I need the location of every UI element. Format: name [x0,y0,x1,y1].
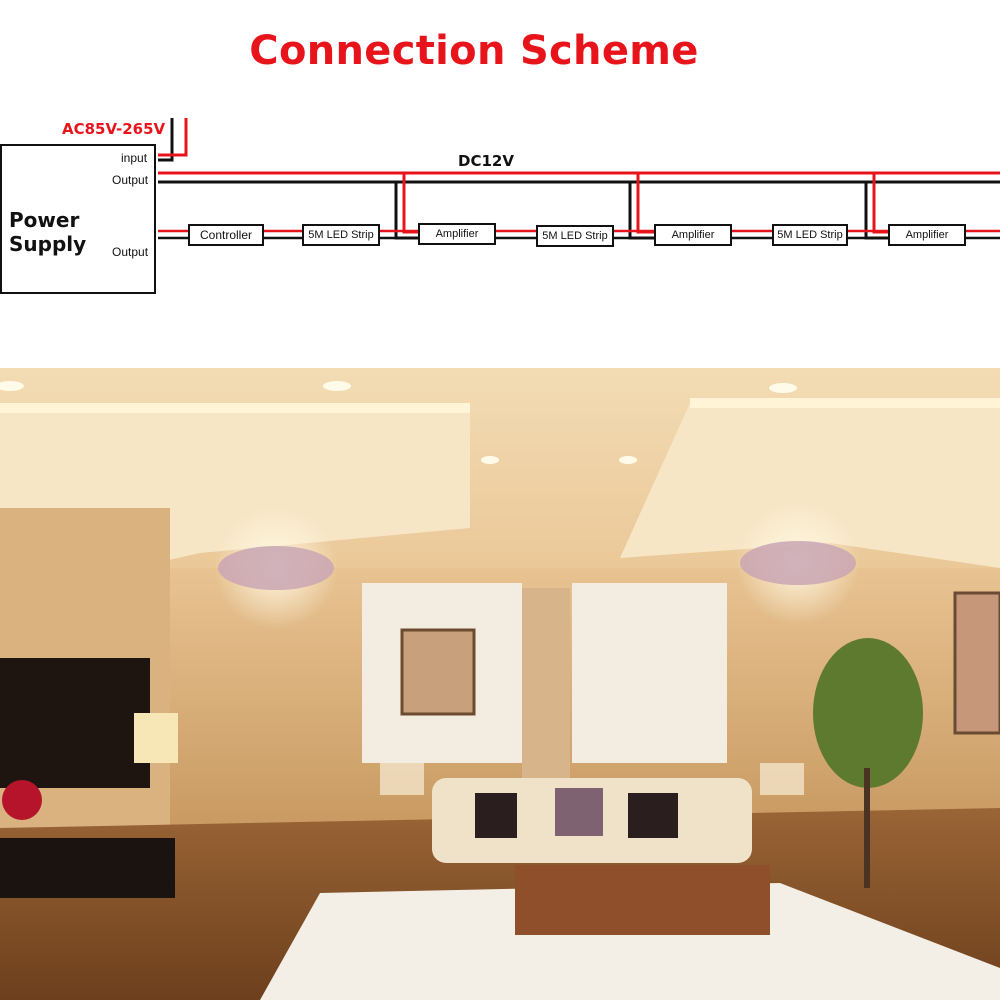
floor-lamp-glow [380,763,424,795]
port-output-top-label: Output [112,173,149,187]
amplifier-box-3: Amplifier [888,224,966,246]
downlight [323,381,351,391]
led-strip-box-3: 5M LED Strip [772,224,848,246]
display-shelf-right [572,583,727,763]
power-supply-box: Power Supply [0,144,156,294]
downlight [619,456,637,464]
potted-plant [813,638,923,788]
coffee-table [515,865,770,935]
amplifier-box-1: Amplifier [418,223,496,245]
input-voltage-label: AC85V-265V [62,120,166,138]
rug [260,883,1000,1000]
port-output-bottom-label: Output [112,245,149,259]
artwork [400,628,476,716]
tap-3-black [864,182,888,240]
cushion [555,788,603,836]
power-supply-name: Power Supply [9,208,87,256]
controller-box: Controller [188,224,264,246]
downlight [769,383,797,393]
mains-wire-black [158,118,174,162]
downlight [481,456,499,464]
floor-lamp-glow [760,763,804,795]
led-strip-box-2: 5M LED Strip [536,225,614,247]
connection-scheme-title: Connection Scheme [249,28,699,74]
cushion [628,793,678,838]
tv-cabinet [0,838,175,898]
output-voltage-label: DC12V [458,152,514,170]
tap-2-black [628,182,654,240]
tap-1-black [394,182,418,240]
ceiling-tray-right [620,403,1000,568]
port-input-label: input [121,151,148,165]
cushion [475,793,517,838]
red-flowers [2,780,42,820]
mains-wire-red [158,118,188,157]
led-strip-box-1: 5M LED Strip [302,224,380,246]
amplifier-box-2: Amplifier [654,224,732,246]
living-room-photo [0,368,1000,1000]
downlight [0,381,24,391]
wall-painting [953,591,1000,735]
table-lamp-left [134,713,178,763]
tv-panel [0,658,150,788]
